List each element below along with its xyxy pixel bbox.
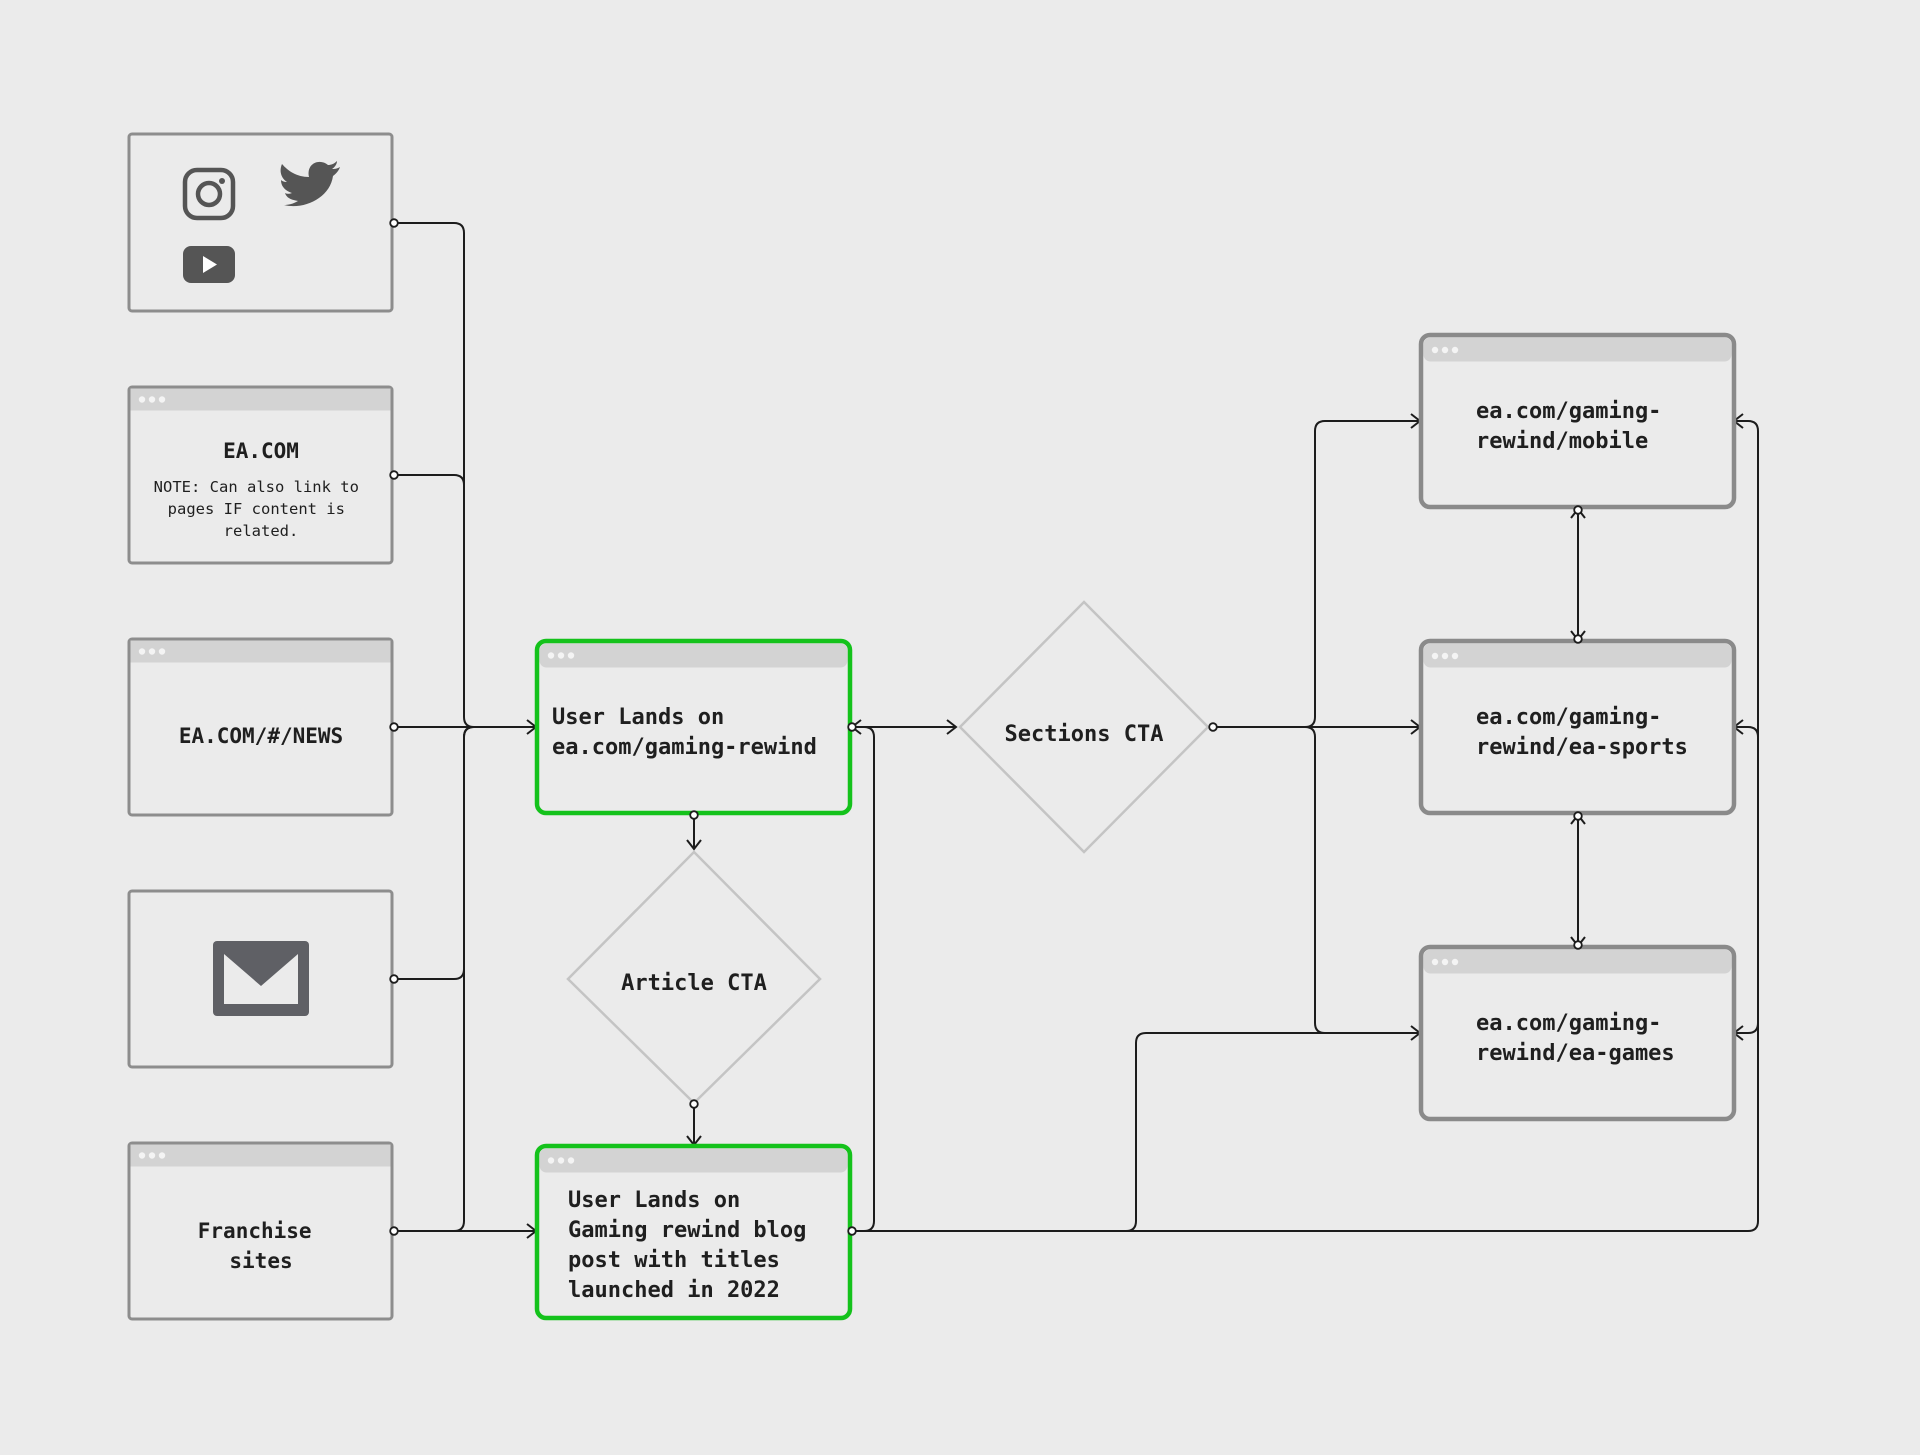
sections-cta-label: Sections CTA (1005, 722, 1164, 747)
edge-eacom-to-bus (394, 474, 465, 717)
node-rewind-landing: User Lands on ea.com/gaming-rewind (534, 638, 857, 820)
decision-sections-cta: Sections CTA (958, 600, 1218, 854)
news-title: EA.COM/#/NEWS (179, 724, 343, 748)
edge-email-to-bus (394, 726, 475, 980)
arrowhead-into-article (686, 839, 702, 851)
edge-blog-to-right-bus (1126, 420, 1759, 1232)
edge-bus-to-games (1734, 1022, 1759, 1034)
dest-ea-sports-text: ea.com/gaming- rewind/ea-sports (1476, 705, 1688, 760)
node-news: EA.COM/#/NEWS (127, 637, 399, 817)
edge-bus-to-sports (1734, 726, 1759, 738)
decision-article-cta: Article CTA (566, 850, 822, 1109)
connectors (394, 222, 1759, 1232)
node-franchise: Franchise sites (127, 1141, 399, 1321)
twitter-icon (280, 161, 340, 207)
rewind-landing-text: User Lands on ea.com/gaming-rewind (552, 705, 817, 760)
ea-com-title: EA.COM (223, 439, 299, 463)
node-dest-mobile: ea.com/gaming- rewind/mobile (1418, 332, 1737, 515)
node-dest-ea-sports: ea.com/gaming- rewind/ea-sports (1418, 634, 1737, 821)
dest-ea-games-text: ea.com/gaming- rewind/ea-games (1476, 1011, 1675, 1066)
edge-blog-to-games (852, 1032, 1419, 1232)
node-blog-landing: User Lands on Gaming rewind blog post wi… (534, 1143, 857, 1321)
edge-sections-to-mobile (1304, 420, 1419, 728)
blog-landing-text: User Lands on Gaming rewind blog post wi… (568, 1188, 820, 1303)
node-email (127, 889, 399, 1069)
ea-com-note: NOTE: Can also link to pages IF content … (154, 478, 369, 540)
edge-sections-to-games (1304, 726, 1419, 1034)
node-dest-ea-games: ea.com/gaming- rewind/ea-games (1418, 940, 1737, 1122)
edge-blog-to-rewind (852, 726, 875, 1232)
article-cta-label: Article CTA (621, 971, 767, 996)
dest-mobile-text: ea.com/gaming- rewind/mobile (1476, 399, 1675, 454)
instagram-icon (182, 167, 236, 221)
node-social (127, 132, 399, 313)
youtube-icon (183, 246, 235, 283)
franchise-title: Franchise sites (198, 1219, 324, 1273)
node-ea-com: EA.COM NOTE: Can also link to pages IF c… (127, 385, 399, 565)
arrowhead-into-sections (946, 719, 958, 735)
mail-icon (213, 941, 309, 1016)
